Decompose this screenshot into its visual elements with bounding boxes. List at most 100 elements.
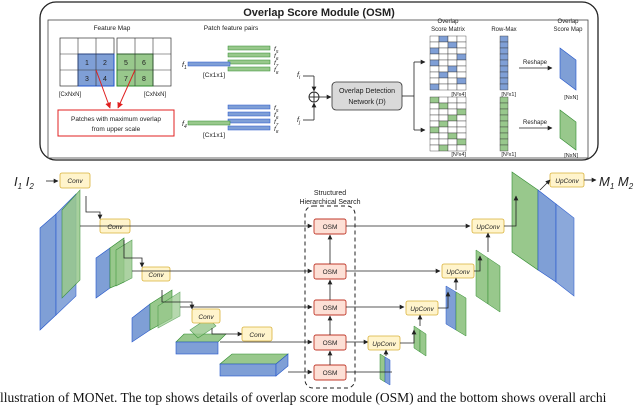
matrix-cell [447,65,458,73]
upconv-block-1: UpConv [367,335,401,351]
osm-node-3: OSM [313,299,347,316]
matrix-cell [438,41,449,49]
matrix-cell [447,132,458,140]
f8-bot: f8 [274,126,279,134]
matrix-cell [447,108,458,116]
svg-text:OSM: OSM [323,340,338,347]
inputs-label: I1 I2 [14,174,34,191]
matrix-cell [429,65,440,73]
matrix-cell [438,120,449,128]
f5-top: f5 [274,46,279,54]
svg-text:Conv: Conv [148,272,164,279]
upconv-block-2: UpConv [405,300,439,316]
reshape-top: Reshape [523,60,548,66]
matrix-cell [438,108,449,116]
matrix-cell [429,41,440,49]
matrix-cell [438,53,449,61]
matrix-cell [456,35,467,43]
patch-pairs-top: f1 [Cx1x1] f5 f6 f7 f8 [182,45,279,79]
fm-left-cell-2: 2 [103,60,107,67]
decoder-stage-5 [379,353,391,386]
matrix-cell [447,83,458,91]
matrix-cell [438,144,449,152]
fm-right-dim: [CxNxN] [144,92,167,98]
feature-map-label: Feature Map [94,25,131,32]
matrix-cell [499,114,509,122]
f7-bot: f7 [274,119,279,127]
f5-bot: f5 [274,105,279,113]
matrix-cell [456,144,467,152]
matrix-cell [429,132,440,140]
matrix-cell [429,108,440,116]
svg-text:UpConv: UpConv [476,224,500,231]
matrix-cell [447,126,458,134]
matrix-cell [429,144,440,152]
matrix-cell [456,71,467,79]
svg-text:UpConv: UpConv [555,178,579,185]
matrix-cell [429,71,440,79]
conv-block-4: Conv [191,308,221,324]
f7-top: f7 [274,60,279,68]
f1-label: f1 [182,62,187,71]
f8-top: f8 [274,67,279,75]
fm-left-cell-4: 4 [103,76,107,83]
matrix-cell [456,41,467,49]
matrix-cell [438,126,449,134]
vec-dim-top: [Cx1x1] [203,72,225,79]
matrix-cell [429,138,440,146]
matrix-cell [429,53,440,61]
matrix-cell [456,47,467,55]
matrix-cell [456,120,467,128]
matrix-cell [456,77,467,85]
matrix-cell [499,132,509,140]
decoder-stage-1 [511,171,575,297]
matrix-cell [429,35,440,43]
matrix-cell [456,126,467,134]
svg-text:OSM: OSM [323,370,338,377]
matrix-cell [438,96,449,104]
dim-map-top: [NxN] [564,95,578,101]
osm-panel: Overlap Score Module (OSM) Feature Map 1… [39,1,599,161]
matrix-cell [438,83,449,91]
upconv-block-4: UpConv [471,218,505,234]
matrix-cell [447,47,458,55]
matrix-cell [447,71,458,79]
matrix-cell [499,35,509,43]
matrix-cell [499,102,509,110]
patch-pairs-bottom: f4 [Cx1x1] f5 f6 f7 f8 [182,104,279,139]
matrix-cell [499,83,509,91]
matrix-cell [447,41,458,49]
matrix-cell [456,83,467,91]
matrix-cell [499,59,509,67]
matrix-cell [447,144,458,152]
dim-rowmax-top: [N²x1] [501,92,516,98]
matrix-cell [429,102,440,110]
conv-block-3: Conv [141,266,171,282]
dim-map-bot: [NxN] [564,153,578,159]
matrix-cell [438,71,449,79]
matrix-cell [438,47,449,55]
matrix-cell [456,59,467,67]
matrix-cell [447,53,458,61]
patch-note-line1: Patches with maximum overlap [71,116,161,123]
svg-text:Conv: Conv [198,314,214,321]
matrix-cell [438,114,449,122]
matrix-cell [438,65,449,73]
f6-bot: f6 [274,112,279,120]
matrix-cell [429,47,440,55]
matrix-cell [447,120,458,128]
odn-line2: Network (D) [348,98,385,106]
score-matrix-line2: Score Matrix [431,27,465,33]
decoder-stage-4 [413,325,427,357]
reshape-bot: Reshape [523,120,548,126]
patch-note-box [57,109,175,137]
matrix-cell [438,138,449,146]
f6-top: f6 [274,53,279,61]
search-line1: Structured [314,190,346,197]
matrix-cell [429,59,440,67]
matrix-cell [447,138,458,146]
score-matrix-top [429,35,467,91]
matrix-cell [499,108,509,116]
osm-node-5: OSM [313,364,347,381]
fm-right-cell-8: 8 [142,76,146,83]
